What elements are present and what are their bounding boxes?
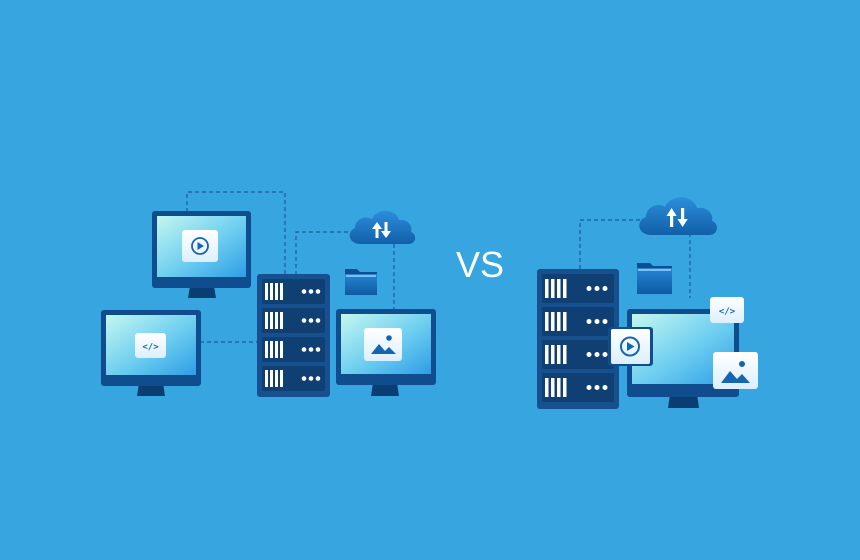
folder-icon — [345, 269, 377, 295]
left-network-group: </> — [101, 191, 436, 397]
folder-icon — [637, 263, 672, 294]
server-rack-right — [537, 269, 619, 409]
code-icon: </> — [710, 297, 744, 323]
right-connector-lines — [579, 219, 691, 298]
server-slot — [542, 274, 614, 303]
right-network-group: </> — [537, 197, 758, 409]
image-icon — [364, 328, 402, 361]
server-slot — [542, 340, 614, 369]
upload-download-arrows-icon — [666, 208, 688, 227]
server-slot — [262, 337, 325, 362]
monitor-right-left-group — [336, 309, 436, 396]
upload-download-cloud-icon — [349, 210, 416, 244]
code-icon: </> — [135, 333, 166, 358]
play-icon — [182, 230, 218, 262]
upload-download-cloud-icon — [639, 197, 717, 235]
code-icon-text: </> — [719, 307, 736, 317]
server-slot — [542, 373, 614, 402]
server-rack-left — [257, 274, 330, 397]
server-slot — [262, 308, 325, 333]
monitor-top-left — [152, 211, 251, 298]
vs-label: VS — [456, 244, 504, 285]
server-slot — [262, 366, 325, 391]
play-icon — [608, 327, 653, 366]
server-slot — [542, 307, 614, 336]
upload-download-arrows-icon — [372, 222, 391, 238]
left-connector-lines — [186, 191, 395, 343]
image-icon — [713, 352, 758, 389]
monitor-bottom-left: </> — [101, 310, 201, 396]
server-slot — [262, 279, 325, 304]
code-icon-text: </> — [142, 343, 159, 353]
